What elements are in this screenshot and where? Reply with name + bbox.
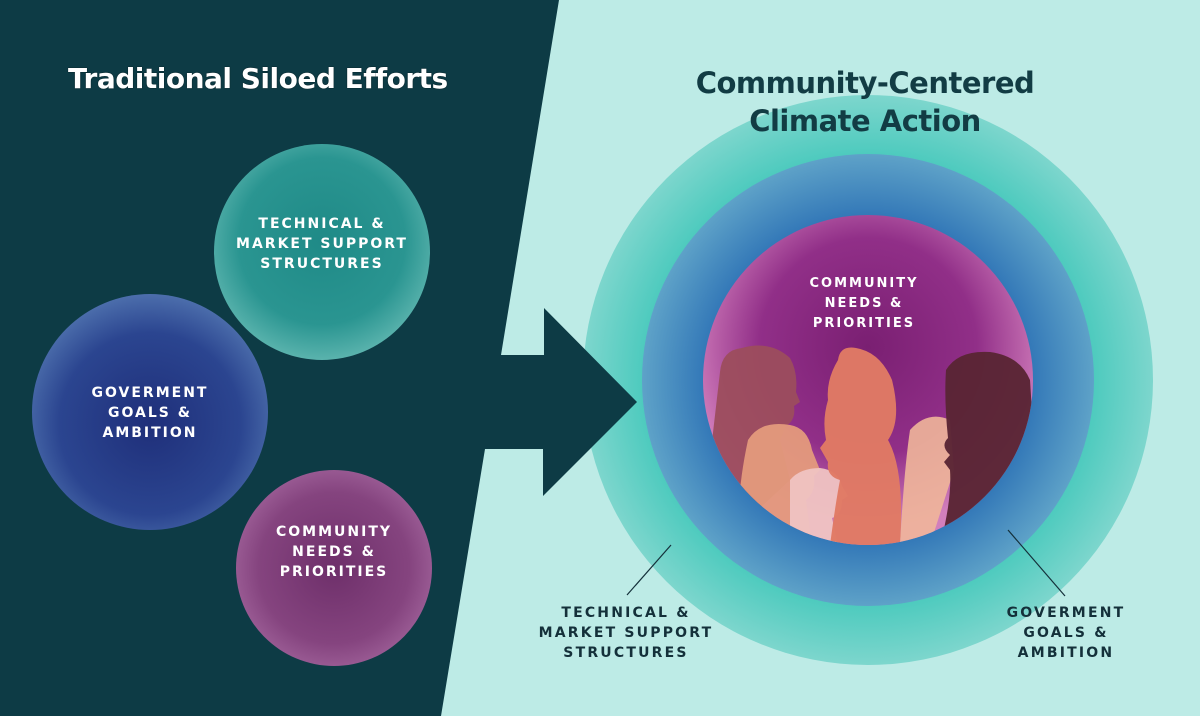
middle-ring-label: GOVERMENT GOALS & AMBITION (1007, 603, 1126, 663)
right-title-line-1: Community-Centered (695, 66, 1035, 100)
label-line: AMBITION (1017, 645, 1115, 661)
label-line: MARKET SUPPORT (236, 236, 408, 252)
community-bubble-label: COMMUNITY NEEDS & PRIORITIES (276, 522, 392, 582)
community-bubble (236, 470, 432, 666)
label-line: MARKET SUPPORT (538, 625, 714, 641)
government-bubble (32, 294, 268, 530)
label-line: NEEDS & (824, 296, 904, 311)
people-silhouettes-icon (703, 345, 1033, 545)
label-line: COMMUNITY (809, 276, 919, 291)
label-line: NEEDS & (292, 544, 376, 560)
right-title-line-2: Climate Action (749, 104, 981, 138)
technical-bubble (214, 144, 430, 360)
concentric-circles (583, 95, 1153, 665)
center-community-label: COMMUNITY NEEDS & PRIORITIES (809, 274, 918, 334)
label-line: GOVERMENT (1006, 605, 1126, 621)
left-panel-title: Traditional Siloed Efforts (68, 62, 448, 95)
leader-line-middle (1007, 529, 1066, 597)
government-bubble-label: GOVERMENT GOALS & AMBITION (92, 383, 209, 443)
label-line: AMBITION (102, 425, 198, 441)
technical-bubble-label: TECHNICAL & MARKET SUPPORT STRUCTURES (236, 214, 408, 274)
label-line: PRIORITIES (279, 564, 389, 580)
siloed-bubbles (32, 144, 432, 666)
label-line: PRIORITIES (812, 316, 916, 331)
right-panel-title: Community-Centered Climate Action (650, 64, 1080, 140)
label-line: COMMUNITY (275, 524, 393, 540)
label-line: GOALS & (1023, 625, 1109, 641)
label-line: STRUCTURES (563, 645, 689, 661)
outer-ring-label: TECHNICAL & MARKET SUPPORT STRUCTURES (539, 603, 714, 663)
label-line: STRUCTURES (260, 256, 384, 272)
label-line: GOVERMENT (91, 385, 209, 401)
label-line: TECHNICAL & (561, 605, 691, 621)
leader-line-outer (626, 544, 672, 596)
label-line: TECHNICAL & (258, 216, 386, 232)
label-line: GOALS & (108, 405, 192, 421)
